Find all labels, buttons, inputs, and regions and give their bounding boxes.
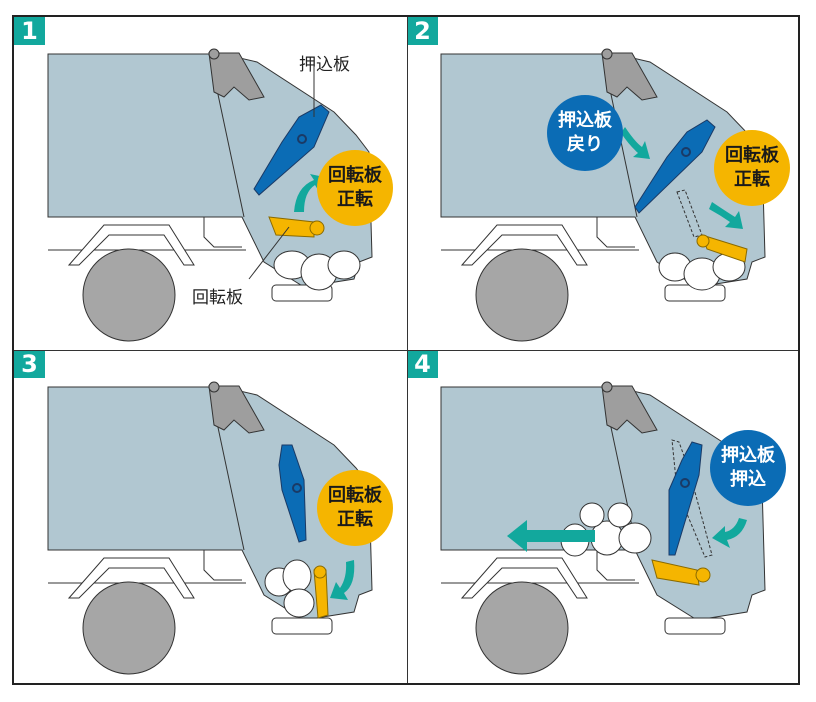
wheel-icon [82,581,176,675]
step-number-badge: 1 [14,17,45,45]
truck-illustration-1 [47,48,373,342]
push-direction-arrow-icon [712,518,747,548]
garbage-bags [273,250,361,291]
garbage-bags [658,252,746,291]
return-arrow-icon [621,127,650,159]
push-arrow-icon [507,520,595,552]
panel-divider-horizontal [14,350,798,351]
step-number-badge: 2 [407,17,438,45]
chassis [441,217,726,342]
push-plate [634,119,716,214]
rotating-plate [268,216,315,238]
rotating-plate-label: 回転板 [192,288,243,308]
truck-body [440,381,766,621]
truck-illustration-3 [47,381,373,675]
panel-4: 4 押込板 押込 [407,350,800,683]
garbage-bags [560,502,652,557]
rotation-arrow-icon [330,560,355,600]
truck-illustration-2 [440,48,766,342]
rotating-plate-forward-badge: 回転板 正転 [317,150,393,226]
chassis [441,550,726,675]
diagram-grid: 1 回転板 正転 押込板 回転板 [12,15,800,685]
push-plate-return-badge: 押込板 戻り [547,95,623,171]
step-number-badge: 3 [14,350,45,378]
chassis [48,217,333,342]
truck-illustration-4 [440,381,766,675]
push-plate-label: 押込板 [299,55,350,75]
wheel-icon [82,248,176,342]
rotating-plate-forward-badge: 回転板 正転 [714,130,790,206]
step-number-badge: 4 [407,350,438,378]
rotation-arrow-icon [709,202,743,229]
push-plate [253,104,330,196]
leader-line [248,226,290,280]
rotating-plate [651,559,700,586]
garbage-bags [264,559,315,618]
push-plate [668,441,703,556]
panel-1: 1 回転板 正転 押込板 回転板 [14,17,407,350]
push-plate [278,444,307,543]
push-plate-push-badge: 押込板 押込 [710,430,786,506]
wheel-icon [475,581,569,675]
panel-3: 3 回転板 正転 [14,350,407,683]
wheel-icon [475,248,569,342]
rotating-plate-forward-badge: 回転板 正転 [317,470,393,546]
panel-2: 2 押込板 戻り 回転板 正転 [407,17,800,350]
rotation-arrow-icon [294,174,324,212]
chassis [48,550,333,675]
truck-body [440,48,766,288]
previous-position-outline [671,439,713,558]
